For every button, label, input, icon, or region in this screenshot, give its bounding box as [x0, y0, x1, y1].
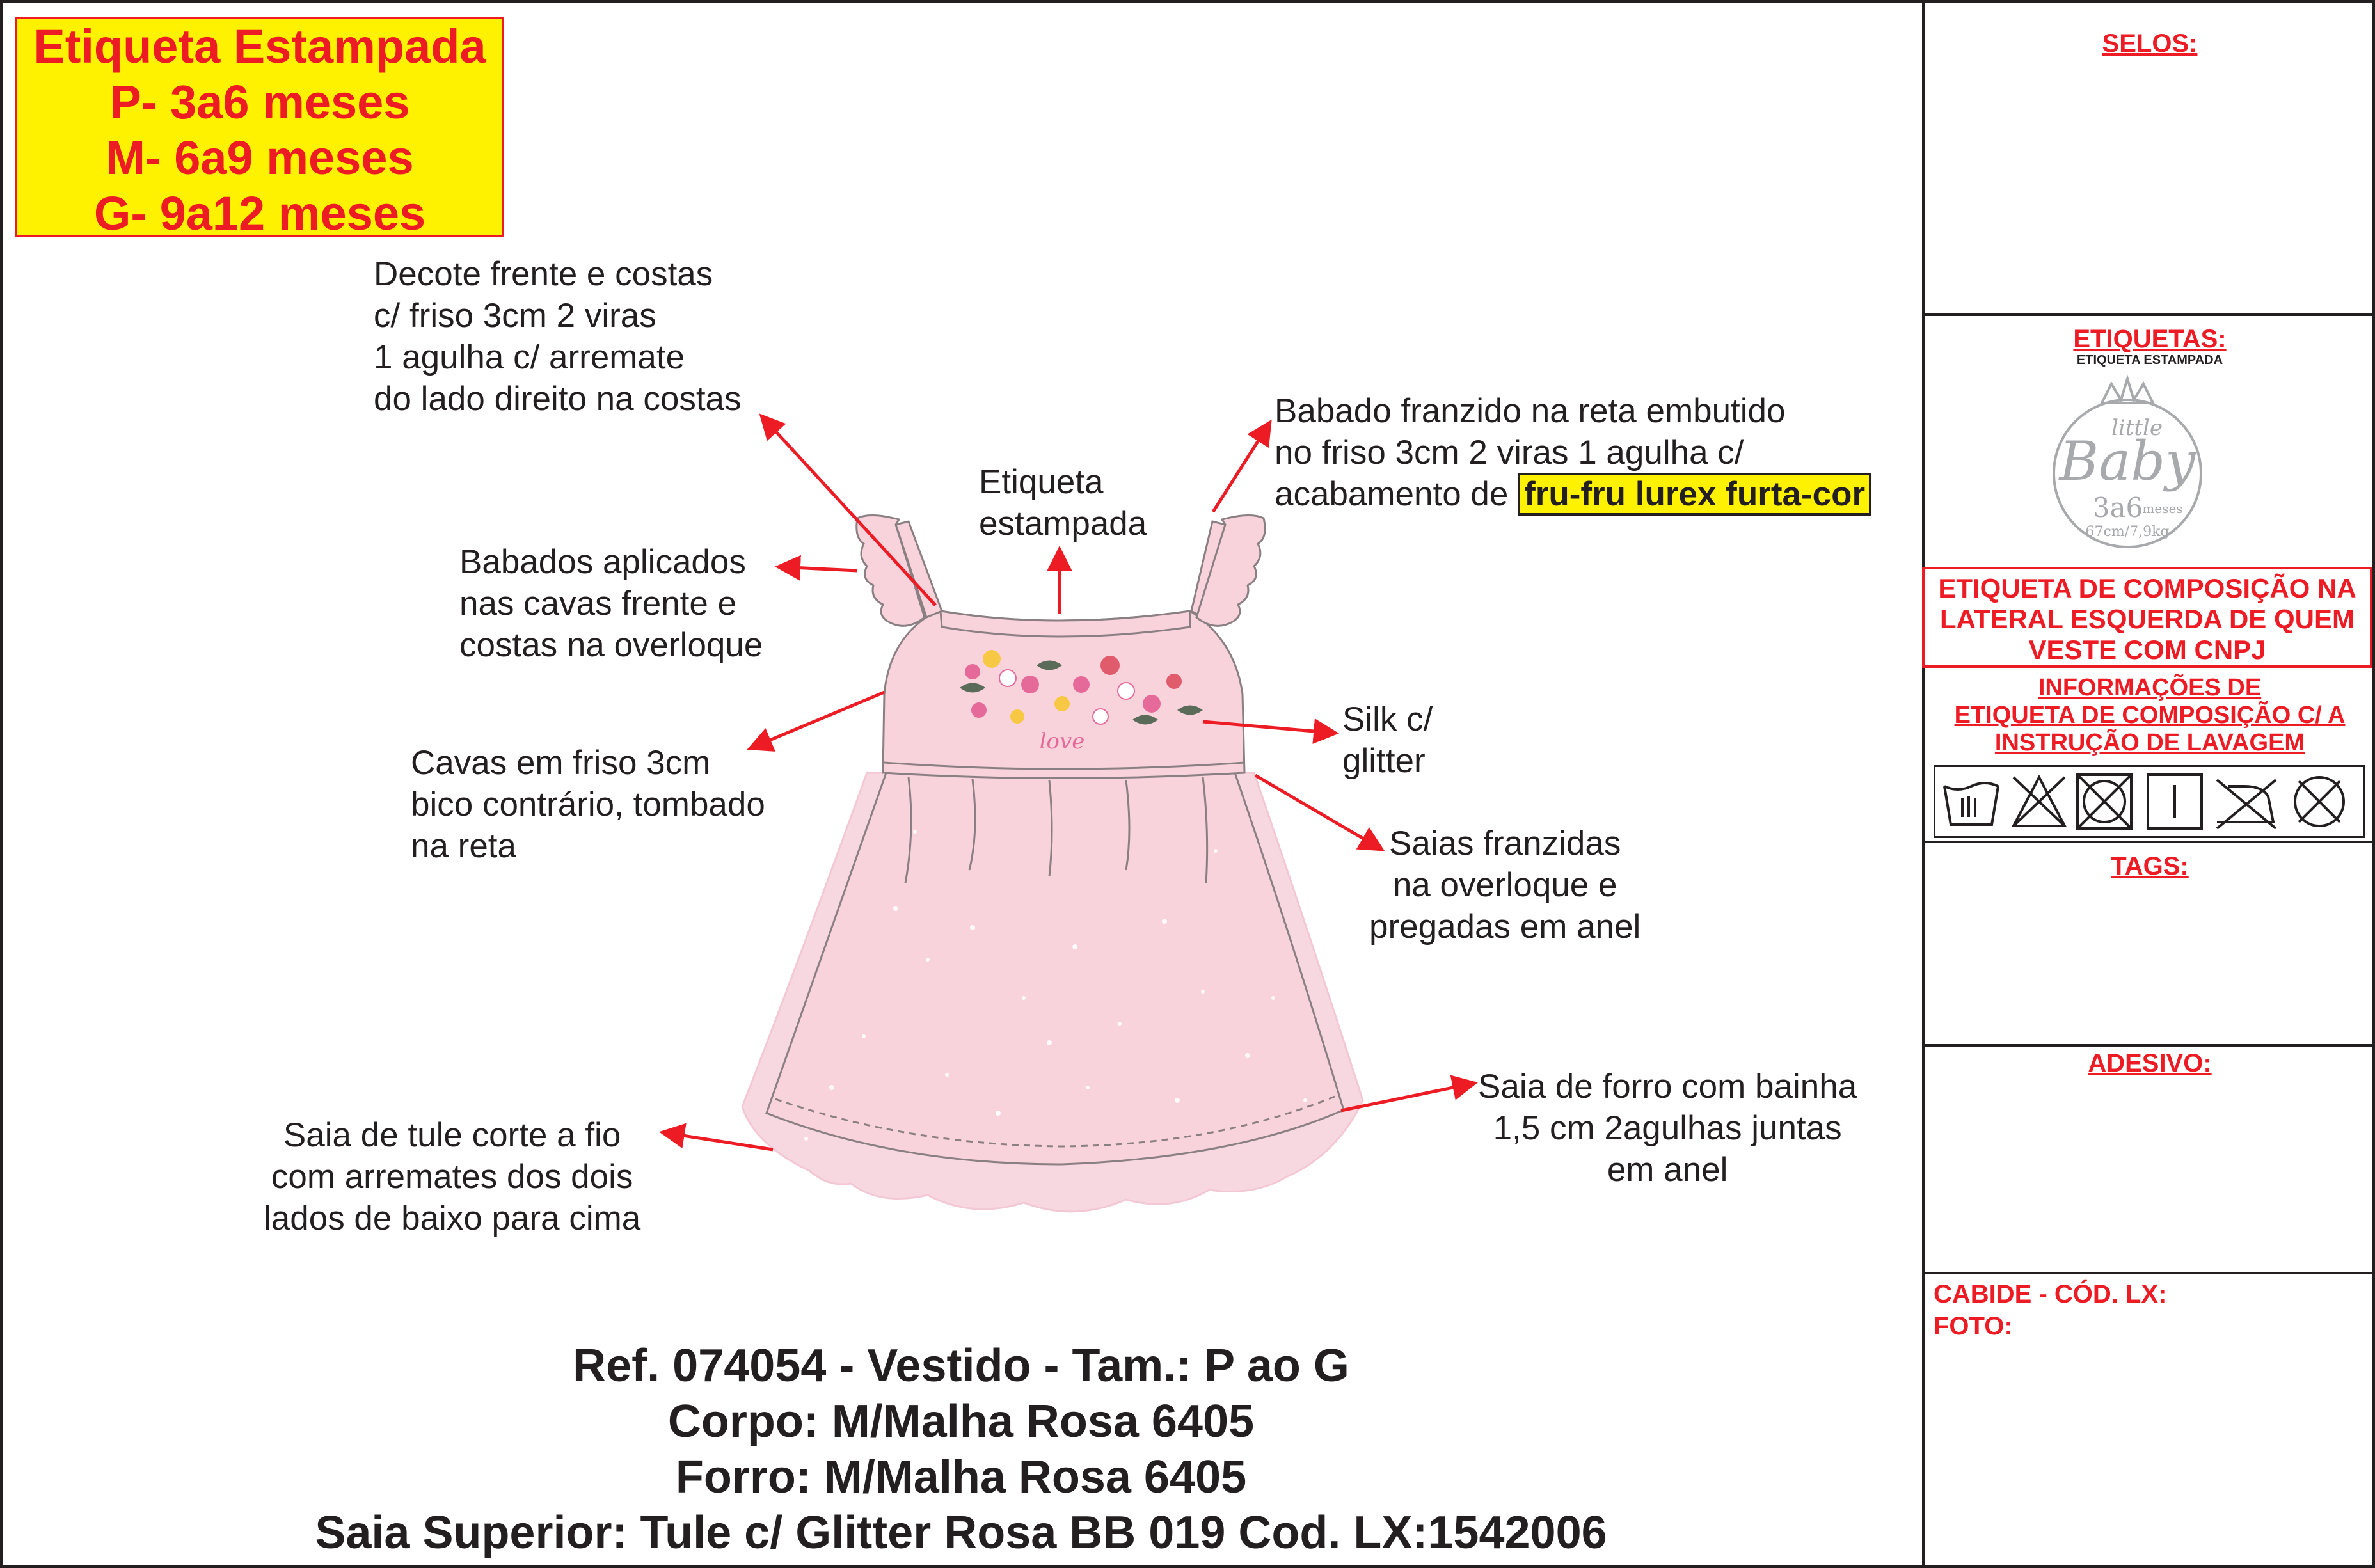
spec-saia-superior: Saia Superior: Tule c/ Glitter Rosa BB 0…: [315, 1507, 1607, 1558]
wash-30-hand-icon: [1943, 782, 1999, 826]
logo-size: 3a6: [2093, 492, 2143, 523]
note-saia-tule: Saia de tule corte a fio com arremates d…: [264, 1116, 641, 1237]
no-bleach-icon: [2011, 774, 2067, 827]
arrow-saia-forro: [1340, 1075, 1478, 1113]
arrow-decote: [759, 413, 937, 606]
panel-separator: [1925, 313, 2375, 316]
product-spec: Ref. 074054 - Vestido - Tam.: P ao G Cor…: [0, 1338, 1922, 1561]
size-box-title: Etiqueta Estampada: [33, 20, 486, 73]
panel-separator: [1925, 1272, 2375, 1274]
logo-measure: 67cm/7,9kg: [2086, 524, 2170, 540]
etiquetas-heading: ETIQUETAS:: [2073, 325, 2227, 353]
adesivo-heading: ADESIVO:: [2088, 1049, 2212, 1077]
logo-meses: meses: [2142, 501, 2182, 516]
fru-fru-highlight: fru-fru lurex furta-cor: [1518, 473, 1872, 516]
foto-label: FOTO:: [1934, 1312, 2013, 1340]
no-iron-icon: [2216, 779, 2277, 830]
note-babado-franzido: Babado franzido na reta embutido no fris…: [1275, 390, 1872, 516]
floral-print: love: [960, 650, 1203, 754]
arrow-babado-franzido: [1211, 419, 1272, 513]
dress-technical-drawing: love: [659, 413, 1478, 1213]
little-baby-label-logo: little Baby 3a6 meses 67cm/7,9kg: [2053, 374, 2202, 548]
size-m: M- 6a9 meses: [106, 131, 414, 184]
logo-baby: Baby: [2058, 430, 2196, 493]
composicao-box: ETIQUETA DE COMPOSIÇÃO NA LATERAL ESQUER…: [1922, 567, 2372, 668]
print-love-text: love: [1040, 729, 1085, 754]
arrow-babados-aplicados: [775, 555, 858, 581]
selos-heading: SELOS:: [2102, 29, 2198, 58]
panel-separator: [1925, 841, 2375, 843]
spec-forro: Forro: M/Malha Rosa 6405: [675, 1452, 1247, 1503]
lining-skirt: [765, 772, 1345, 1166]
size-p: P- 3a6 meses: [109, 75, 410, 129]
logo-little: little: [2111, 415, 2163, 441]
spec-ref: Ref. 074054 - Vestido - Tam.: P ao G: [573, 1340, 1349, 1391]
arrow-saia-tule: [659, 1123, 774, 1152]
note-saia-forro: Saia de forro com bainha 1,5 cm 2agulhas…: [1478, 1068, 1857, 1189]
crown-icon: [2099, 374, 2156, 404]
neckline: [939, 610, 1191, 638]
no-tumble-dry-icon: [2076, 773, 2133, 830]
note-etiqueta-estampada: Etiqueta estampada: [979, 463, 1147, 542]
spec-corpo: Corpo: M/Malha Rosa 6405: [667, 1396, 1255, 1447]
cabide-label: CABIDE - CÓD. LX:: [1934, 1280, 2167, 1308]
panel-separator: [1925, 1044, 2375, 1047]
line-dry-icon: [2147, 773, 2203, 830]
note-decote: Decote frente e costas c/ friso 3cm 2 vi…: [374, 255, 742, 418]
cabide-foto: CABIDE - CÓD. LX: FOTO:: [1934, 1278, 2166, 1342]
informacoes-lavagem: INFORMAÇÕES DE ETIQUETA DE COMPOSIÇÃO C/…: [1954, 674, 2346, 756]
arrow-saias-franzidas: [1254, 773, 1385, 851]
etiqueta-subheading: ETIQUETA ESTAMPADA: [2076, 353, 2223, 367]
care-symbols-box: [1934, 765, 2365, 838]
tags-heading: TAGS:: [2111, 852, 2189, 880]
size-g: G- 9a12 meses: [93, 187, 426, 240]
panel-divider: [1922, 0, 1925, 1568]
arrow-cavas: [747, 690, 885, 752]
note-silk: Silk c/ glitter: [1342, 701, 1433, 780]
note-cavas: Cavas em friso 3cm bico contrário, tomba…: [411, 744, 765, 865]
note-babados-aplicados: Babados aplicados nas cavas frente e cos…: [459, 543, 763, 664]
no-dry-clean-icon: [2294, 776, 2345, 827]
arrow-silk: [1202, 718, 1339, 744]
right-ruffle: [1195, 514, 1266, 627]
note-saias-franzidas: Saias franzidas na overloque e pregadas …: [1369, 825, 1641, 946]
size-label-box: Etiqueta Estampada P- 3a6 meses M- 6a9 m…: [15, 17, 504, 240]
